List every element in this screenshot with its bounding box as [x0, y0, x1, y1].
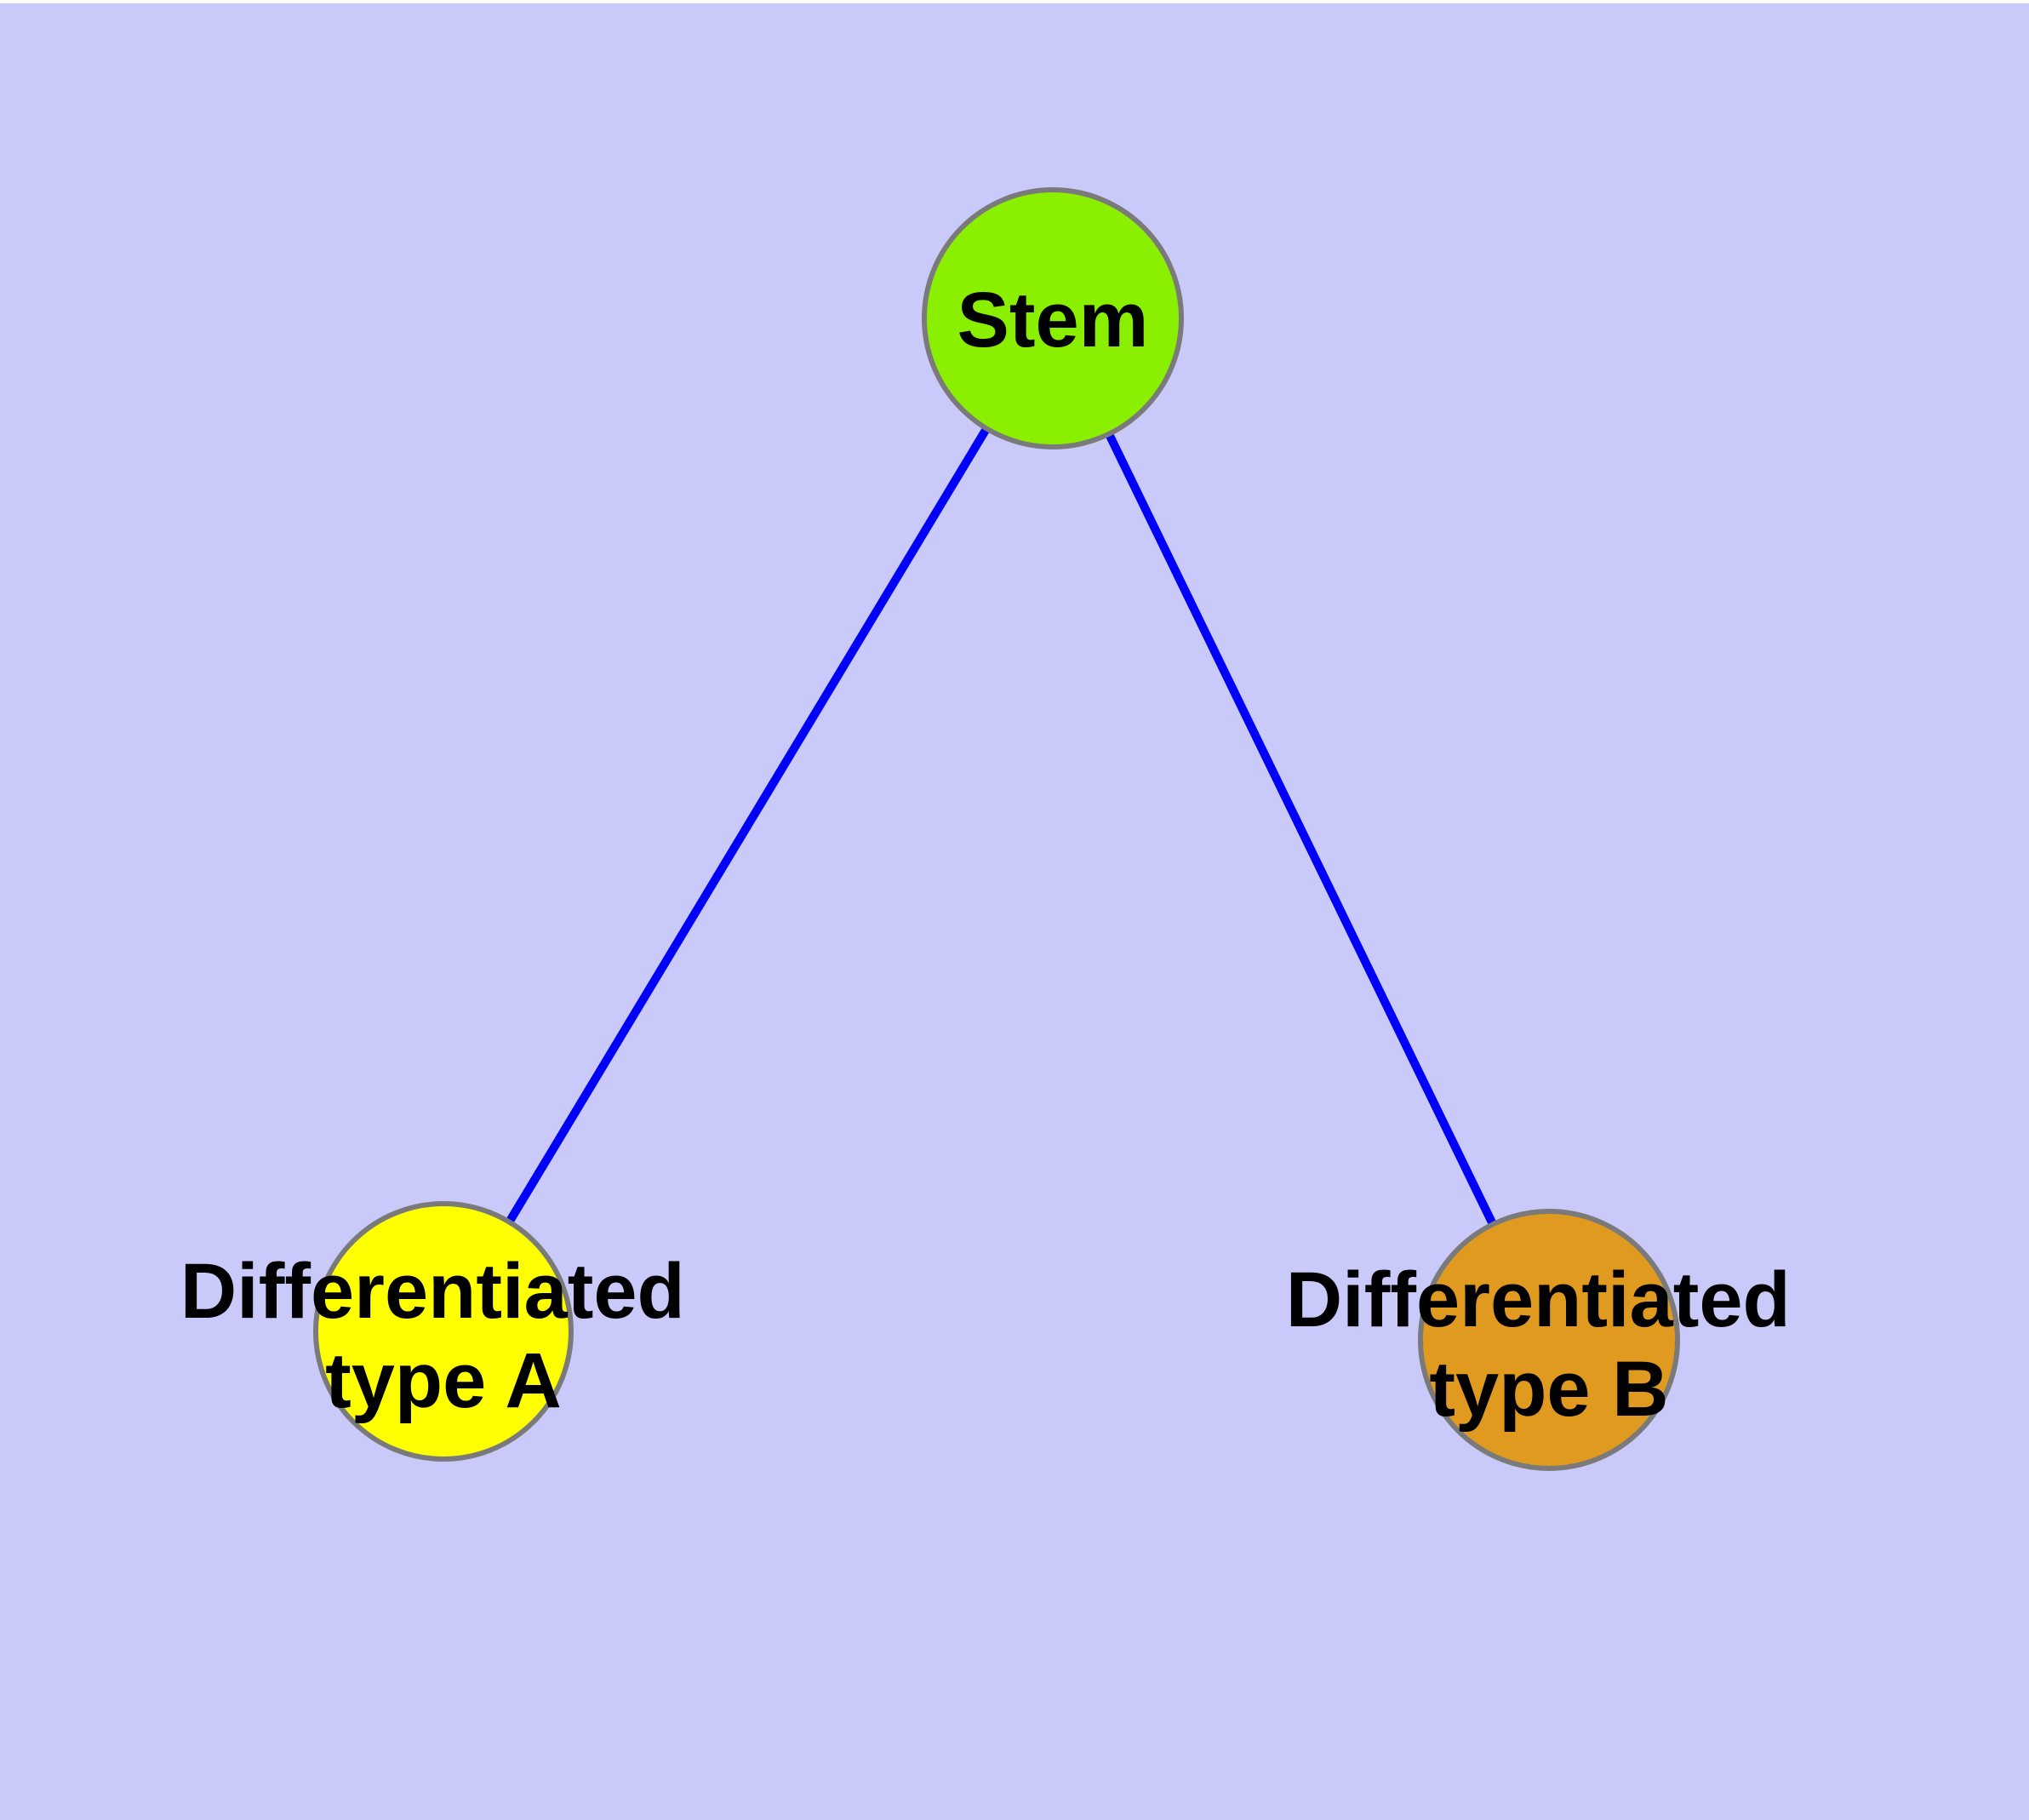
top-strip	[0, 0, 2029, 3]
node-differentiated-type-a	[313, 1201, 574, 1462]
edge-stem-to-type-a	[439, 316, 1057, 1334]
type-a-label-line-2: type A	[325, 1337, 562, 1424]
node-differentiated-type-b-label: Differentiated type B	[1286, 1256, 1813, 1433]
edge-stem-to-type-b	[1049, 316, 1553, 1342]
node-stem	[922, 187, 1184, 449]
node-differentiated-type-a-label: Differentiated type A	[180, 1248, 707, 1424]
type-a-label-line-1: Differentiated	[180, 1248, 685, 1335]
type-b-label-line-1: Differentiated	[1286, 1256, 1791, 1343]
type-b-label-line-2: type B	[1429, 1346, 1668, 1433]
node-differentiated-type-b	[1418, 1209, 1680, 1471]
node-stem-label: Stem	[957, 277, 1149, 363]
